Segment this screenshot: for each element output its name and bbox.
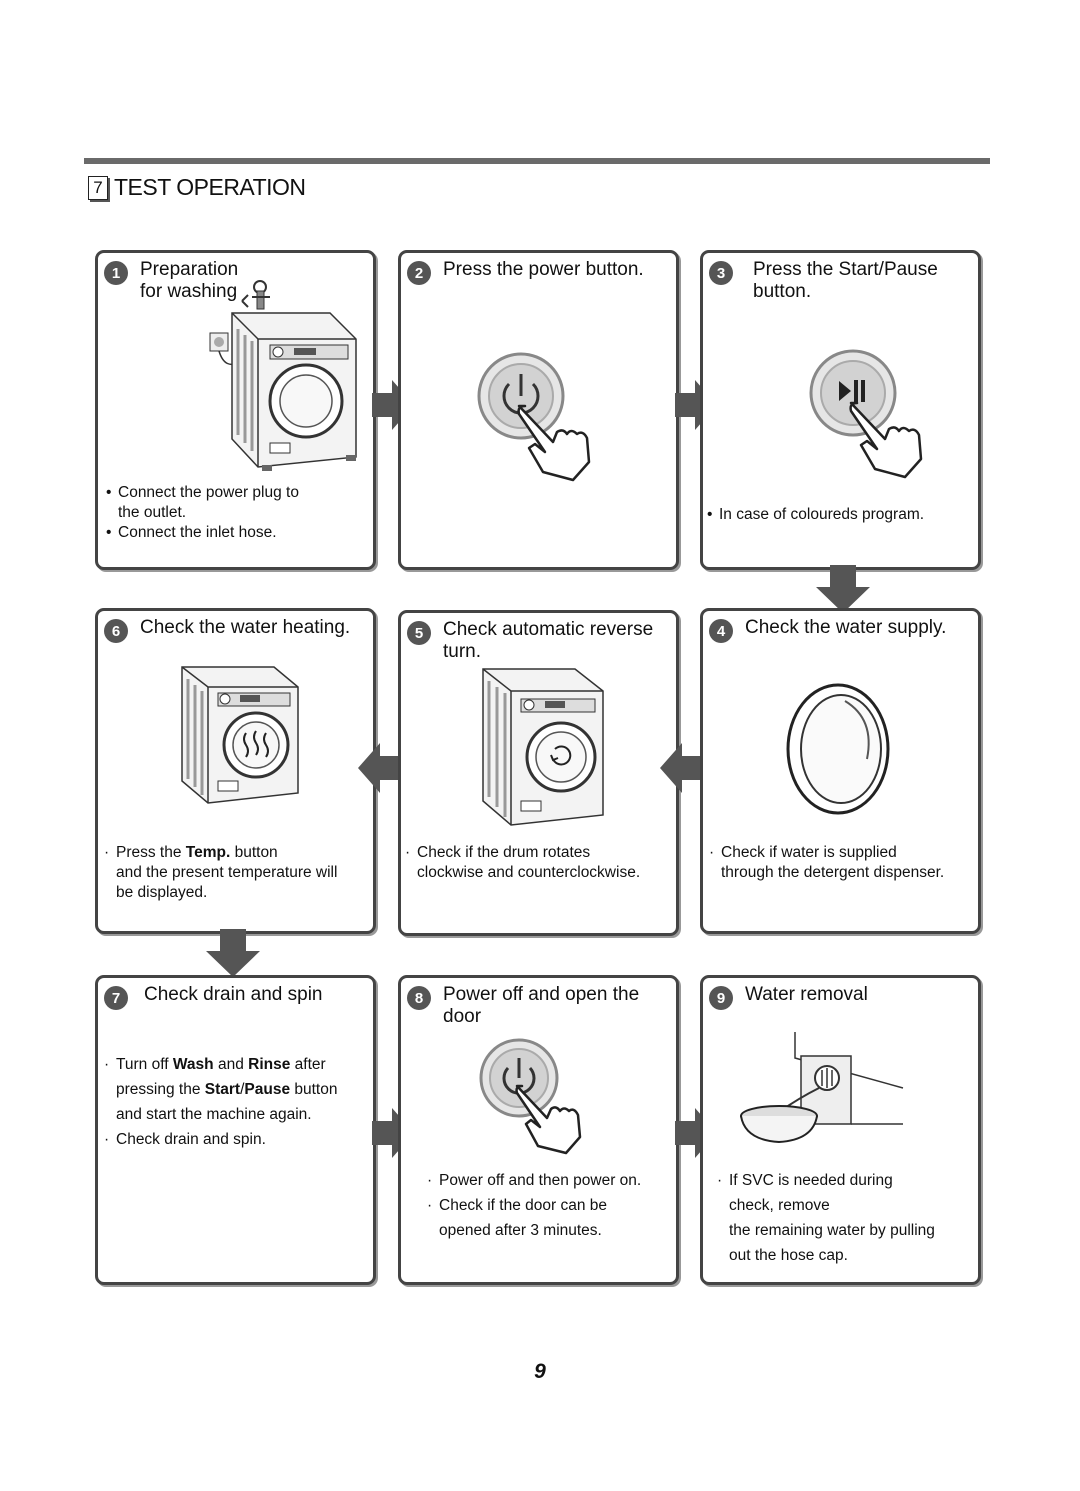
note-item: ·If SVC is needed during check, remove (717, 1172, 893, 1214)
step-card-8: 8 Power off and open the door ·Power off… (398, 975, 679, 1285)
faucet-icon (241, 280, 270, 310)
power-off-press-illustration (479, 1038, 582, 1155)
section-heading: 7 TEST OPERATION (88, 174, 306, 201)
step-title: Preparation for washing (140, 259, 239, 302)
note-item: •Connect the inlet hose. (106, 524, 277, 541)
step-title: Check the water heating. (140, 617, 351, 638)
step-card-3: 3 Press the Start/Pause button. •In case… (700, 250, 981, 570)
step-card-2: 2 Press the power button. (398, 250, 679, 570)
washing-machine-heating-illustration (181, 666, 299, 804)
note-item: ·Power off and then power on. (427, 1172, 642, 1189)
step-title: Check the water supply. (745, 617, 947, 638)
section-number: 7 (88, 175, 108, 200)
step-title: Water removal (745, 984, 868, 1005)
step-number-badge: 9 (709, 986, 733, 1010)
note-item: ·Check if water is supplied through the … (709, 844, 945, 881)
step-title: Check drain and spin (144, 984, 323, 1005)
washing-machine-drum-rotation-illustration (482, 668, 604, 826)
step-card-4: 4 Check the water supply. ·Check if wate… (700, 608, 981, 934)
step-title: Press the Start/Pause button. (753, 259, 938, 302)
step-card-9: 9 Water removal ·If SVC is needed during… (700, 975, 981, 1285)
step-notes: •In case of coloureds program. (707, 505, 924, 525)
step-title: Power off and open the door (443, 984, 640, 1027)
washing-machine-plug-illustration (209, 280, 357, 471)
door-porthole-illustration (786, 683, 890, 815)
arrow-right-icon (675, 380, 717, 430)
step-card-7: 7 Check drain and spin ·Turn off Wash an… (95, 975, 376, 1285)
arrow-right-icon (675, 1108, 717, 1158)
bowl-icon (740, 1105, 818, 1144)
step-number-badge: 8 (407, 986, 431, 1010)
step-notes: ·Check if water is supplied through the … (709, 843, 944, 883)
note-item: ·Press the Temp. button and the present … (104, 844, 338, 901)
step-notes: ·Check if the drum rotates clockwise and… (405, 843, 640, 883)
step-number-badge: 1 (104, 261, 128, 285)
play-pause-icon (839, 380, 865, 402)
hand-pointer-icon (849, 401, 923, 479)
step-number-badge: 2 (407, 261, 431, 285)
top-rule (84, 158, 990, 164)
step-notes: ·Turn off Wash and Rinse after pressing … (104, 1052, 337, 1152)
step-card-6: 6 Check the water heating. ·Press the Te… (95, 608, 376, 934)
step-title: Check automatic reverse turn. (443, 619, 654, 662)
arrow-right-icon (372, 1108, 414, 1158)
step-number-badge: 7 (104, 986, 128, 1010)
heat-waves-icon (243, 730, 269, 758)
step-number-badge: 3 (709, 261, 733, 285)
arrow-left-icon (358, 743, 400, 793)
page-number: 9 (534, 1360, 546, 1383)
arrow-down-icon (206, 929, 260, 977)
note-item: ·Turn off Wash and Rinse after pressing … (104, 1056, 338, 1123)
step-card-1: 1 Preparation for washing •Connect the p… (95, 250, 376, 570)
note-item: the remaining water by pulling out the h… (729, 1222, 935, 1264)
arrow-right-icon (372, 380, 414, 430)
hand-pointer-icon (517, 404, 591, 482)
start-pause-press-illustration (809, 349, 923, 479)
note-item: •Connect the power plug to the outlet. (106, 484, 299, 521)
arrow-down-icon (816, 565, 870, 613)
step-number-badge: 6 (104, 619, 128, 643)
step-title: Press the power button. (443, 259, 644, 280)
step-notes: •Connect the power plug to the outlet. •… (106, 483, 299, 543)
note-item: ·Check if the drum rotates clockwise and… (405, 844, 641, 881)
note-item: ·Check drain and spin. (104, 1131, 266, 1148)
step-notes: ·Power off and then power on. ·Check if … (427, 1168, 641, 1243)
arrow-left-icon (660, 743, 702, 793)
step-notes: ·Press the Temp. button and the present … (104, 843, 337, 903)
step-notes: ·If SVC is needed during check, remove t… (717, 1168, 935, 1268)
step-number-badge: 5 (407, 621, 431, 645)
step-number-badge: 4 (709, 619, 733, 643)
note-item: ·Check if the door can be opened after 3… (427, 1197, 608, 1239)
step-card-5: 5 Check automatic reverse turn. ·Check i… (398, 610, 679, 936)
hand-pointer-icon (515, 1084, 582, 1155)
note-item: •In case of coloureds program. (707, 506, 925, 523)
power-button-press-illustration (477, 352, 591, 482)
drain-hose-bowl-illustration (740, 1032, 904, 1144)
section-title: TEST OPERATION (114, 174, 306, 200)
rotation-arrow-icon (550, 745, 572, 766)
